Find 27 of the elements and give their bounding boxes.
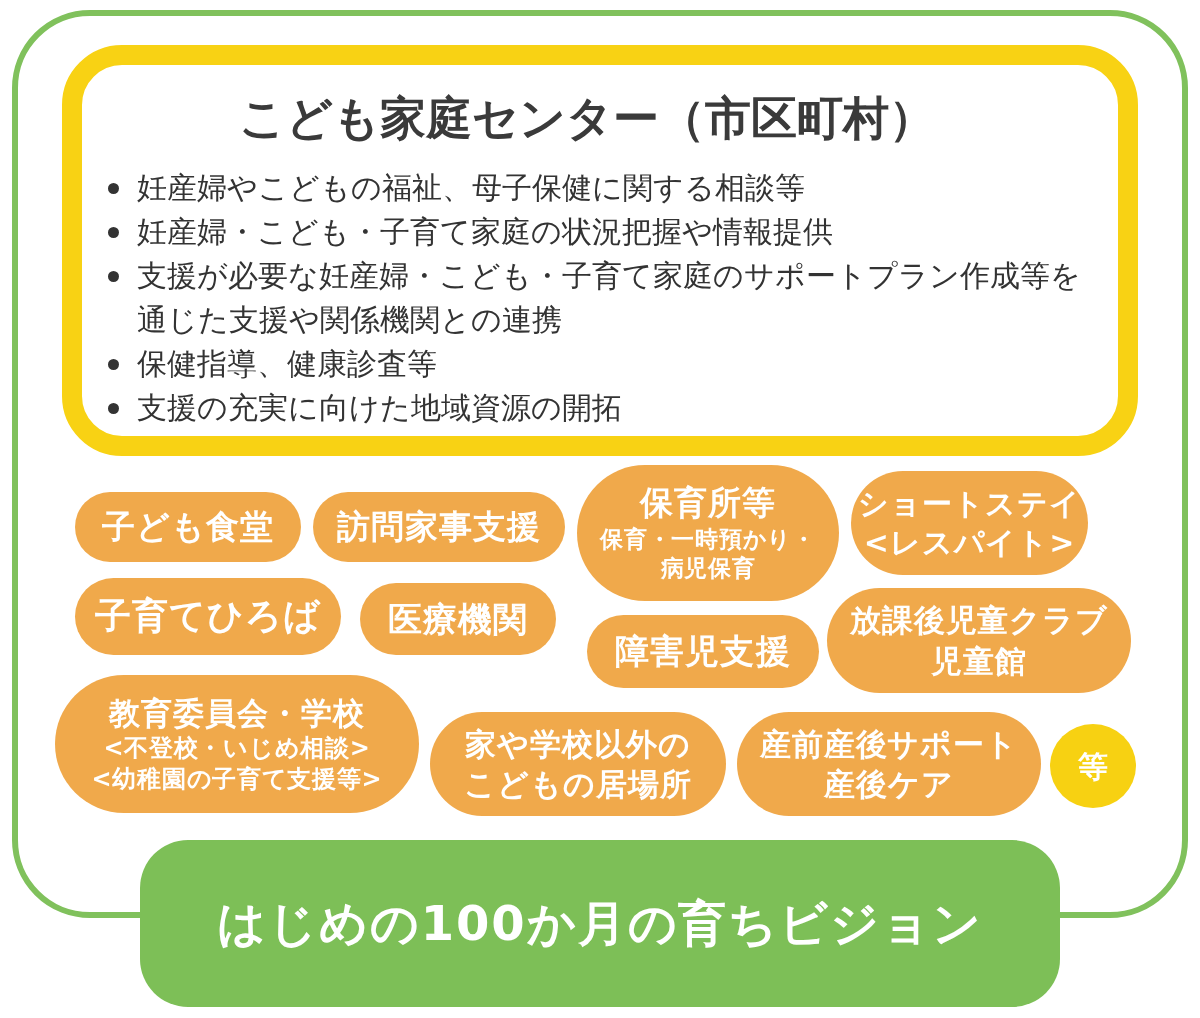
pill-label: 家や学校以外のこどもの居場所 [463, 724, 693, 804]
pill-label: 保育所等 [640, 481, 776, 524]
pill-note: 児童館 [931, 641, 1027, 681]
bullet-text: 支援が必要な妊産婦・こども・子育て家庭のサポートプラン作成等を通じた支援や関係機関との連携 [137, 257, 1082, 340]
pill-note: 産後ケア [824, 765, 954, 804]
pill-note: 保育・一時預かり・病児保育 [598, 524, 817, 584]
bullet-text: 保健指導、健康診査等 [137, 345, 438, 384]
vision-banner [140, 840, 1060, 1007]
bullet-text: 妊産婦・こども・子育て家庭の状況把握や情報提供 [137, 213, 834, 252]
pill-label: 産前産後サポート [759, 724, 1019, 764]
pill-label: 医療機関 [387, 597, 529, 641]
pill-label: ショートステイ [858, 485, 1081, 523]
pill-label: 訪問家事支援 [337, 505, 541, 548]
pill-note: <レスパイト> [863, 524, 1076, 562]
bullet-text: 妊産婦やこどもの福祉、母子保健に関する相談等 [137, 169, 806, 208]
pill-note: <不登校・いじめ相談> [103, 732, 371, 764]
pill-label: 等 [1077, 747, 1109, 786]
pill-note: <幼稚園の子育て支援等> [91, 764, 383, 796]
panel-title: こども家庭センター（市区町村） [238, 91, 936, 147]
pill-label: 子育てひろば [94, 594, 322, 639]
bullet-text: 支援の充実に向けた地域資源の開拓 [137, 389, 623, 428]
pill-label: 放課後児童クラブ [849, 601, 1109, 641]
pill-label: 子ども食堂 [102, 505, 274, 548]
banner-title: はじめの100か月の育ちビジョン [217, 893, 983, 953]
center-panel [62, 45, 1138, 456]
pill-label: 障害児支援 [615, 630, 791, 674]
pill-label: 教育委員会・学校 [109, 693, 365, 733]
